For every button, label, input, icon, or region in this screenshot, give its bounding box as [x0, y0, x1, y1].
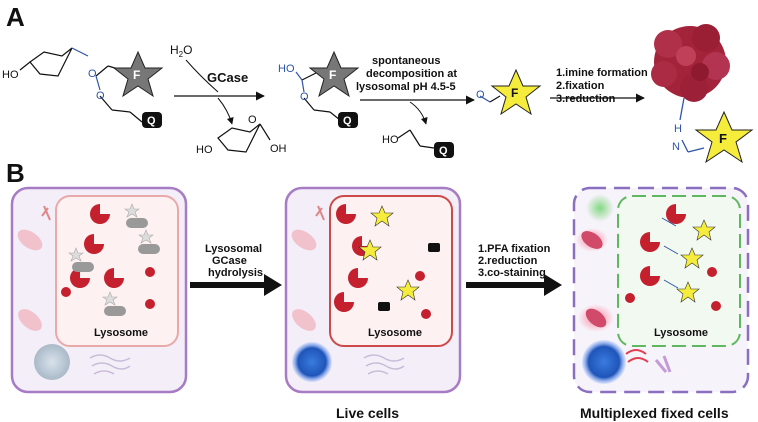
amine-linkage — [679, 97, 705, 153]
panel-b-label: B — [6, 158, 25, 188]
fluor-label-a3: F — [511, 86, 518, 100]
fluor-star-yellow-a — [490, 68, 542, 116]
quencher-label-a1: Q — [147, 115, 156, 127]
fluor-stars-cell-live — [358, 205, 440, 311]
lysosome-label-3: Lysosome — [654, 327, 708, 339]
step3-line1: 1.imine formation — [556, 67, 648, 79]
linker-ho: HO — [382, 134, 399, 146]
water-curve — [185, 59, 219, 93]
quencher-label-a2: Q — [343, 115, 352, 127]
enzymes-cell-fixed — [625, 204, 721, 311]
fluor-stars-cell-fixed — [661, 217, 716, 303]
step2-line3: lysosomal pH 4.5-5 — [356, 81, 456, 93]
intermediate-o: O — [300, 91, 309, 103]
aldehyde-fluor — [479, 95, 501, 103]
quencher-label-a3: Q — [439, 145, 448, 157]
enzymes-cell-live — [334, 204, 431, 319]
arrow2-line2: 2.reduction — [478, 255, 538, 267]
hydrolysis-arrow — [190, 274, 282, 296]
aldehyde-o: O — [476, 89, 485, 101]
step3-line2: 2.fixation — [556, 80, 605, 92]
amine-h: H — [674, 123, 682, 135]
fluor-label-a1: F — [133, 68, 140, 82]
substrate-o2: O — [96, 90, 105, 102]
protein-blob — [651, 24, 730, 102]
reagent-h2o: H2O — [170, 43, 192, 59]
arrow2-line1: 1.PFA fixation — [478, 243, 551, 255]
quencher-box-a3 — [434, 142, 454, 158]
arrow1-line1: Lysosomal — [205, 243, 262, 255]
amine-n: N — [672, 141, 680, 153]
linker-release-curve — [409, 101, 428, 125]
step2-line1: spontaneous — [372, 55, 440, 67]
sugar-release-curve — [217, 97, 234, 125]
sugar-ho: HO — [196, 144, 213, 156]
caption-live: Live cells — [336, 405, 399, 421]
lysosome-label-1: Lysosome — [94, 327, 148, 339]
fluor-label-a4: F — [719, 131, 727, 146]
panel-a-label: A — [6, 2, 25, 32]
lysosome-label-2: Lysosome — [368, 327, 422, 339]
fluor-star-bound — [694, 110, 754, 164]
substrate-o1: O — [88, 68, 97, 80]
substrate-molecule — [19, 47, 143, 123]
arrow2-line3: 3.co-staining — [478, 267, 546, 279]
substrate-ho: HO — [2, 69, 19, 81]
sugar-oh: OH — [270, 143, 287, 155]
quencher-box-a2 — [338, 112, 358, 128]
enzymes-cell-before — [61, 204, 155, 309]
step2-line2: decomposition at — [366, 68, 457, 80]
probes-cell-before — [68, 203, 160, 316]
intermediate-ho: HO — [278, 63, 295, 75]
quencher-box-a1 — [142, 112, 162, 128]
cell-live — [284, 186, 462, 394]
fluor-label-a2: F — [329, 68, 336, 82]
sugar-o: O — [248, 114, 257, 126]
step3-line3: 3.reduction — [556, 93, 616, 105]
quenched-fluor-star-2 — [308, 50, 360, 98]
quenched-fluor-star — [112, 50, 164, 98]
fixation-arrow-b — [466, 274, 562, 296]
released-sugar — [217, 123, 271, 153]
enzyme-label: GCase — [207, 70, 248, 85]
released-quencher-linker — [397, 129, 435, 149]
arrow1-line3: hydrolysis — [208, 267, 263, 279]
caption-fixed: Multiplexed fixed cells — [580, 405, 729, 421]
arrow1-line2: GCase — [212, 255, 247, 267]
cell-fixed — [572, 186, 750, 394]
